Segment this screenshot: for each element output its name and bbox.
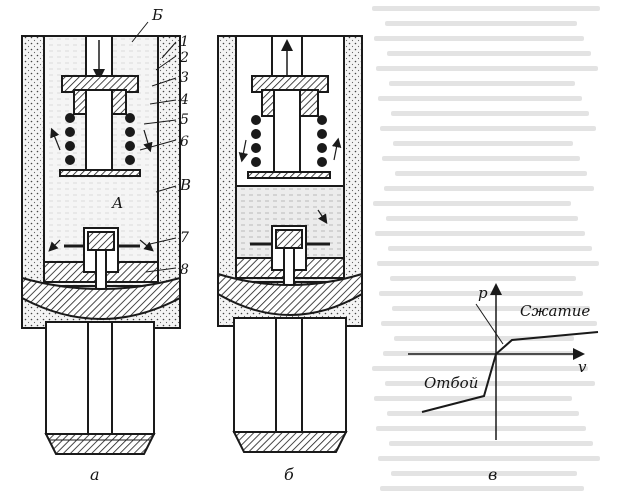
- view-b-rebound: [217, 35, 363, 453]
- bleed-through-text-line: [393, 141, 573, 146]
- bleed-through-text-line: [388, 246, 592, 251]
- compression-valve: [43, 227, 159, 291]
- label-part-6: 6: [180, 134, 189, 150]
- bottom-cap: [217, 272, 363, 316]
- rebound-valve: [235, 225, 345, 289]
- caption-b: б: [284, 465, 294, 484]
- label-chamber-b: Б: [151, 6, 163, 24]
- bleed-through-text-line: [387, 51, 591, 56]
- label-part-5: 5: [180, 112, 189, 128]
- bleed-through-text-line: [389, 441, 593, 446]
- label-part-1: 1: [180, 34, 189, 50]
- caption-v: в: [488, 465, 497, 484]
- bleed-through-text-line: [385, 21, 577, 26]
- graph-compression-label: Сжатие: [520, 302, 590, 320]
- valve-springs: [251, 115, 327, 167]
- bleed-through-text-line: [372, 6, 600, 11]
- bleed-through-text-line: [386, 216, 578, 221]
- bleed-through-text-line: [392, 306, 590, 311]
- bleed-through-text-line: [380, 486, 584, 491]
- bleed-through-text-line: [384, 186, 594, 191]
- view-a-compression: [21, 35, 181, 455]
- bleed-through-text-line: [378, 96, 582, 101]
- label-part-7: 7: [180, 230, 189, 246]
- label-part-3: 3: [180, 70, 189, 86]
- bleed-through-text-line: [382, 156, 580, 161]
- force-velocity-graph: [408, 283, 599, 440]
- bleed-through-text-line: [373, 201, 571, 206]
- caption-a: а: [90, 465, 100, 484]
- bleed-through-text-line: [374, 36, 584, 41]
- bleed-through-text-line: [387, 411, 579, 416]
- label-chamber-v: В: [179, 176, 191, 194]
- damping-curve: [421, 331, 599, 413]
- label-chamber-a: А: [111, 194, 123, 212]
- bleed-through-text-line: [372, 366, 588, 371]
- bleed-through-text-line: [376, 426, 586, 431]
- bleed-through-text-line: [394, 336, 574, 341]
- bleed-through-text-line: [378, 456, 600, 461]
- valve-springs: [65, 113, 135, 165]
- bleed-through-text-line: [391, 111, 589, 116]
- label-part-4: 4: [179, 92, 189, 108]
- bleed-through-text-line: [391, 471, 577, 476]
- label-part-8: 8: [180, 262, 189, 278]
- graph-axis-v-label: v: [578, 358, 587, 376]
- bleed-through-text-line: [395, 171, 587, 176]
- bleed-through-text-line: [376, 66, 598, 71]
- bleed-through-text-line: [380, 126, 596, 131]
- bottom-cap: [21, 276, 181, 320]
- graph-axis-p-label: p: [478, 284, 488, 302]
- label-part-2: 2: [179, 50, 189, 66]
- bleed-through-text-line: [377, 261, 599, 266]
- bleed-through-text-line: [390, 276, 576, 281]
- leader-lines: [131, 21, 177, 273]
- bleed-through-text-line: [385, 381, 595, 386]
- bleed-through-text-line: [389, 81, 575, 86]
- bleed-through-text-line: [375, 231, 585, 236]
- graph-rebound-label: Отбой: [424, 374, 478, 392]
- bleed-through-text-line: [379, 291, 583, 296]
